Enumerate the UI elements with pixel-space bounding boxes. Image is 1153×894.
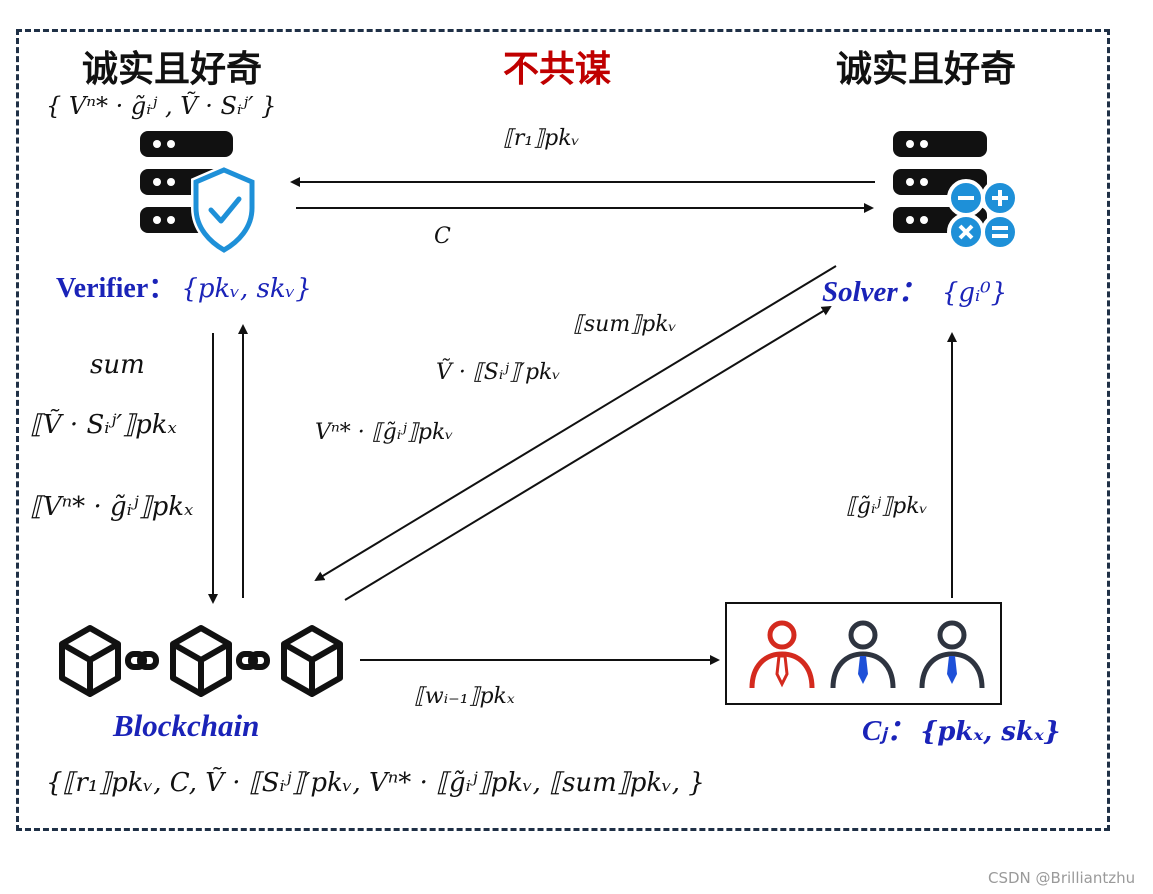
diagram-frame [16,29,1110,831]
edge-label-verifier-to-solver: C [434,224,451,249]
server-calculator-icon [893,131,1019,251]
blockchain-icon [59,625,343,697]
verifier-name: Verifier： [56,273,177,304]
clients-box [725,602,1002,705]
solver-keys: {gᵢ⁰} [941,278,1008,308]
edge-label-sum: sum [90,350,145,380]
heading-right: 诚实且好奇 [836,49,1017,90]
solver-label: Solver： {gᵢ⁰} [822,268,1007,310]
verifier-label: Verifier： {pkᵥ, skᵥ} [56,266,312,306]
edge-label-v-s: ⟦Ṽ · Sᵢʲ′⟧pkₓ [30,410,177,440]
server-shield-icon [140,131,257,256]
verifier-stored-set: { Vⁿ* · g̃ᵢʲ , Ṽ · Sᵢʲ′ } [46,92,277,120]
arrow-solver-to-chain [314,265,837,582]
heading-left: 诚实且好奇 [82,49,263,90]
clients-keys: {pkₓ, skₓ} [920,717,1061,747]
edge-label-clients-to-solver: ⟦g̃ᵢʲ⟧pkᵥ [846,494,928,519]
person-icon [919,620,985,689]
arrow-chain-to-solver [344,305,832,601]
clients-name-text: Cⱼ： [862,715,916,747]
edge-label-chain-g: Vⁿ* · ⟦g̃ᵢʲ⟧pkᵥ [315,420,454,445]
blockchain-stored-set: {⟦r₁⟧pkᵥ, C, Ṽ · ⟦Sᵢʲ⟧′pkᵥ, Vⁿ* · ⟦g̃ᵢʲ⟧… [46,768,705,798]
edge-label-chain-to-clients: ⟦wᵢ₋₁⟧pkₓ [414,684,515,709]
watermark: CSDN @Brilliantzhu [988,869,1136,887]
person-icon [830,620,896,689]
verifier-keys: {pkᵥ, skᵥ} [181,274,312,304]
heading-center: 不共谋 [503,49,612,90]
edge-label-chain-sum: ⟦sum⟧pkᵥ [573,312,677,337]
edge-label-solver-to-verifier: ⟦r₁⟧pkᵥ [503,126,580,151]
edge-label-chain-s: Ṽ · ⟦Sᵢʲ⟧′pkᵥ [436,360,561,385]
blockchain-label: Blockchain [113,708,260,743]
person-icon [749,620,815,689]
edge-label-v-g: ⟦Vⁿ* · g̃ᵢʲ⟧pkₓ [30,492,194,522]
solver-name: Solver： [822,276,927,308]
clients-label: {pkₓ, skₓ} Cⱼ： {pkₓ, skₓ} [862,707,1060,749]
